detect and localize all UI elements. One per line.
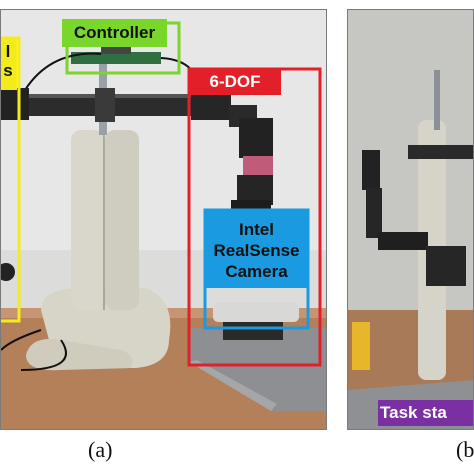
caption-a: (a) [88,437,113,462]
photo-panel-b: Task sta [347,9,474,430]
robot-setup-photo-b [348,10,473,429]
camera-label: Intel RealSense Camera [213,220,300,281]
photo-panel-a: l s Controller 6-DOF Intel RealSense Cam… [0,9,327,430]
six-dof-label: 6-DOF [209,72,261,91]
caption-b: (b [456,437,474,462]
controller-label: Controller [73,23,156,42]
left-box-label: l s [3,42,13,80]
task-stage-label: Task sta [380,403,447,422]
robot-setup-photo-a [1,10,326,429]
task-stage-highlight-box [378,400,473,426]
